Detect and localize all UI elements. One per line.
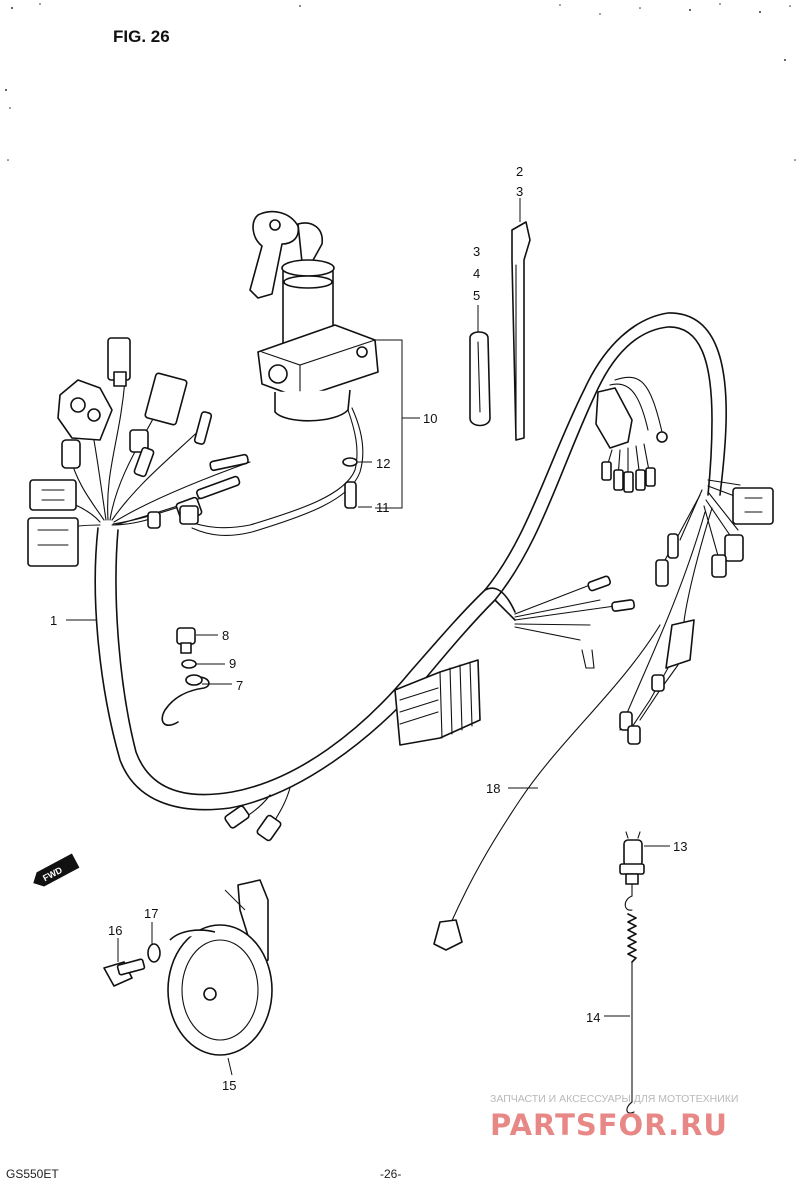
watermark-caption: ЗАПЧАСТИ И АКСЕССУАРЫ ДЛЯ МОТОТЕХНИКИ	[490, 1093, 738, 1105]
watermark: ЗАПЧАСТИ И АКСЕССУАРЫ ДЛЯ МОТОТЕХНИКИ PA…	[490, 1093, 738, 1142]
model-code: GS550ET	[6, 1167, 59, 1181]
callout-2: 2	[516, 164, 523, 179]
callout-18: 18	[486, 781, 500, 796]
figure-title: FIG. 26	[113, 27, 170, 46]
callout-9: 9	[229, 656, 236, 671]
callout-13: 13	[673, 839, 687, 854]
callout-3-top: 3	[516, 184, 523, 199]
callout-1: 1	[50, 613, 57, 628]
callout-16: 16	[108, 923, 122, 938]
watermark-brand: PARTSFOR.RU	[490, 1108, 728, 1142]
horn	[103, 879, 273, 1056]
callout-12: 12	[376, 456, 390, 471]
wiring-harness	[94, 312, 727, 842]
leader-lines	[66, 198, 670, 1076]
brake-light-switch	[619, 831, 645, 1114]
bolt-washer-clamp	[161, 627, 210, 726]
headlight-connector-cluster	[27, 337, 251, 567]
callout-3: 3	[473, 244, 480, 259]
callout-5: 5	[473, 288, 480, 303]
callout-17: 17	[144, 906, 158, 921]
forward-direction-badge: FWD	[33, 853, 80, 887]
page-number: -26-	[380, 1167, 401, 1181]
callout-14: 14	[586, 1010, 600, 1025]
cable-bands	[469, 221, 531, 441]
callout-15: 15	[222, 1078, 236, 1093]
rear-connector-cluster	[595, 376, 774, 745]
callout-labels: 1 2 3 3 4 5 8 9 7 10 12 11 13 14 18 15 1…	[50, 164, 687, 1093]
callout-10: 10	[423, 411, 437, 426]
callout-4: 4	[473, 266, 480, 281]
callout-7: 7	[236, 678, 243, 693]
scan-noise	[5, 3, 796, 161]
callout-11: 11	[376, 500, 390, 515]
callout-8: 8	[222, 628, 229, 643]
speedometer-cable	[433, 624, 661, 951]
ignition-switch	[179, 210, 379, 537]
